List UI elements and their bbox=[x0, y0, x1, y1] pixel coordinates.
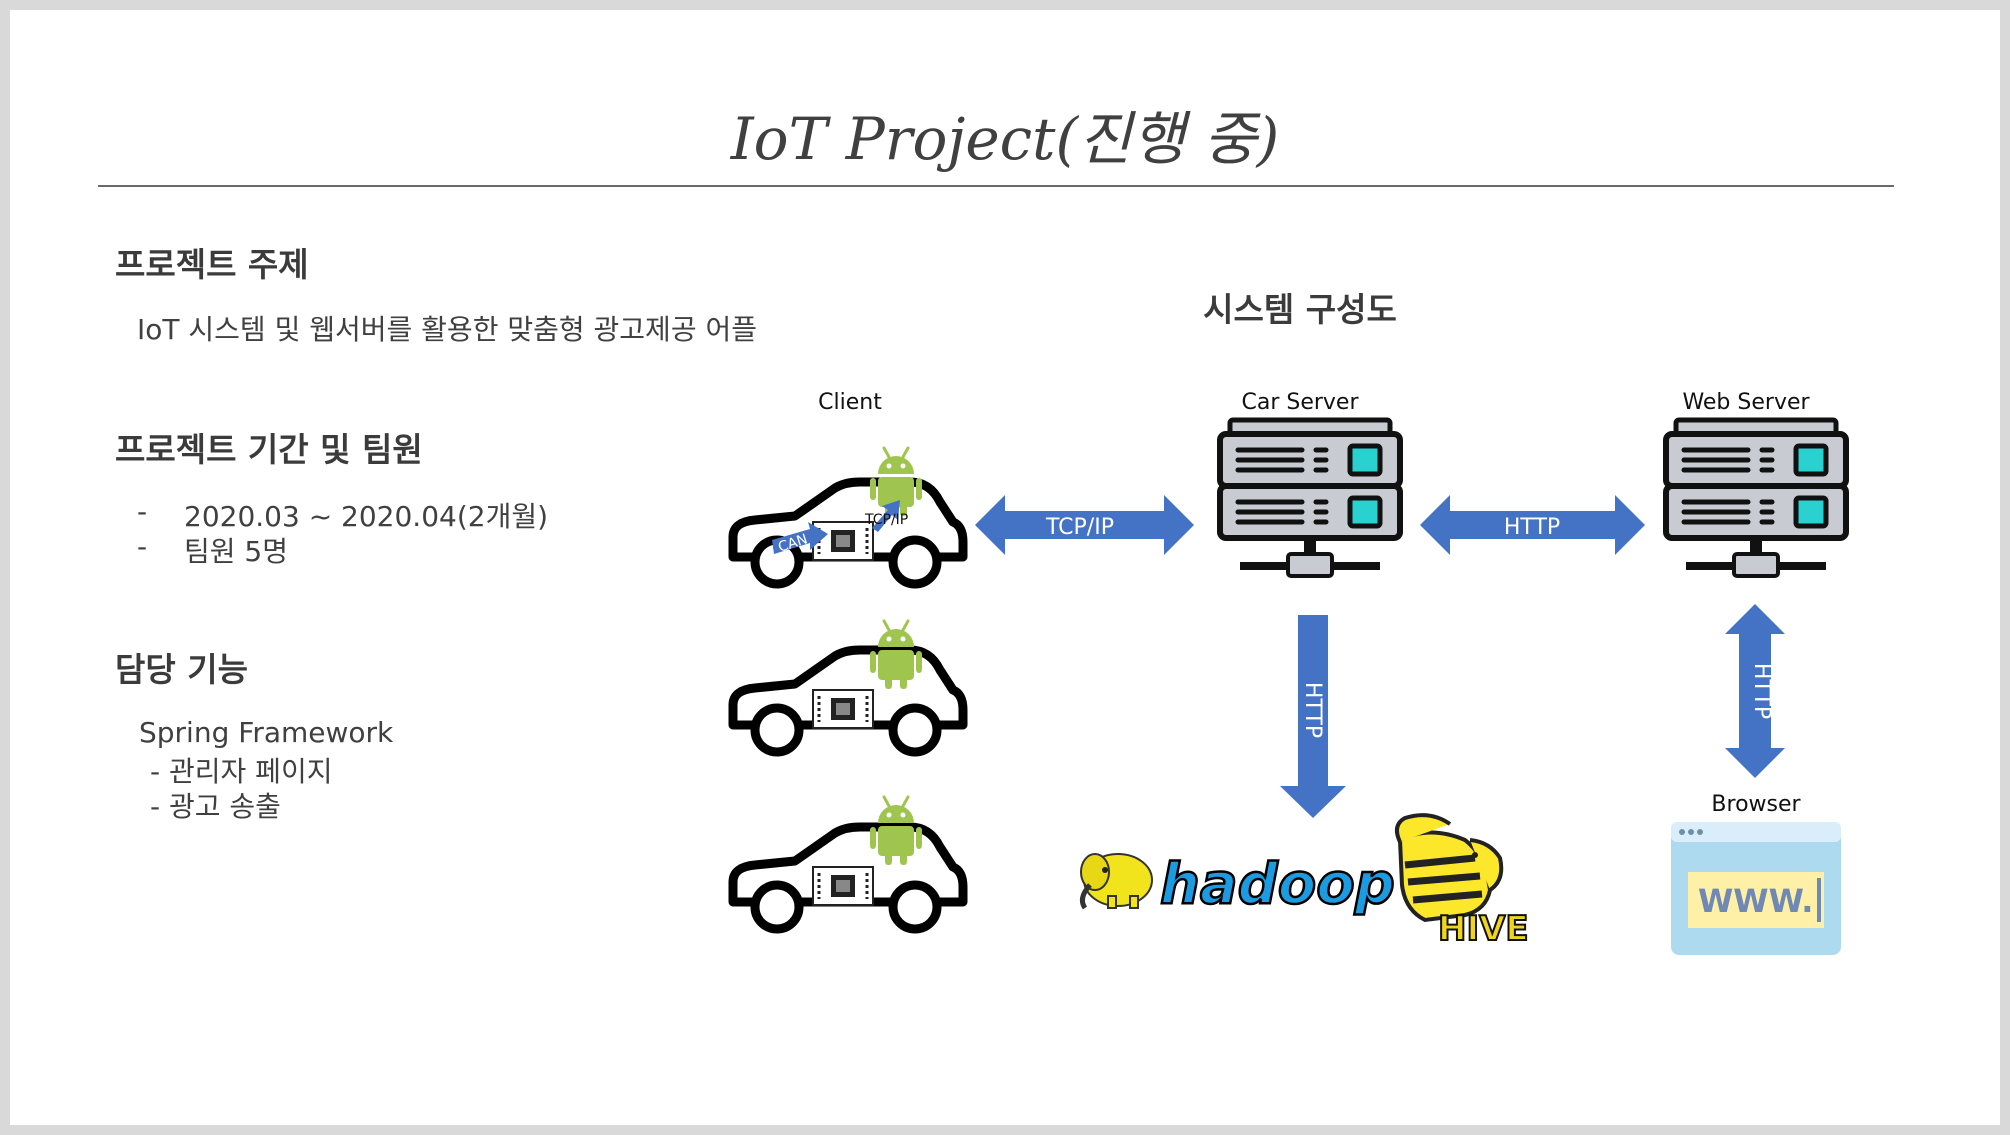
hive-logo: HIVE bbox=[1394, 813, 1530, 950]
section-heading-topic: 프로젝트 주제 bbox=[115, 245, 309, 284]
label-browser: Browser bbox=[1711, 792, 1801, 817]
section-heading-period: 프로젝트 기간 및 팀원 bbox=[115, 430, 423, 469]
can-arrow bbox=[772, 522, 828, 554]
arrow-label-http-servers: HTTP bbox=[1504, 515, 1560, 540]
period-item-team: 팀원 5명 bbox=[184, 535, 288, 568]
system-diagram: 시스템 구성도 Client Car Server Web Server Bro… bbox=[10, 290, 2000, 955]
diagram-title: 시스템 구성도 bbox=[1203, 290, 1397, 329]
hive-text: HIVE bbox=[1438, 909, 1529, 949]
car-icon bbox=[733, 827, 963, 929]
section-heading-role: 담당 기능 bbox=[115, 650, 248, 689]
bullet-dash: - bbox=[137, 530, 148, 563]
arrow-label-http-hadoop: HTTP bbox=[1300, 682, 1325, 738]
arrow-label-tcpip: TCP/IP bbox=[1045, 515, 1114, 540]
slide: IoT Project(진행 중) 프로젝트 주제 IoT 시스템 및 웹서버를… bbox=[10, 10, 2000, 1125]
web-server-icon bbox=[1666, 420, 1846, 576]
arrow-web-server-browser bbox=[1725, 604, 1785, 778]
label-car-tcpip: TCP/IP bbox=[864, 512, 908, 528]
topic-text: IoT 시스템 및 웹서버를 활용한 맞춤형 광고제공 어플 bbox=[137, 313, 757, 346]
browser-icon: WWW. bbox=[1671, 822, 1841, 955]
hadoop-logo: hadoop bbox=[1079, 851, 1396, 918]
page-title: IoT Project(진행 중) bbox=[730, 105, 1280, 173]
title-divider bbox=[98, 185, 1894, 187]
arrow-car-server-hadoop bbox=[1280, 615, 1346, 818]
browser-url-text: WWW. bbox=[1698, 882, 1813, 920]
bullet-dash: - bbox=[137, 495, 148, 528]
car-icon bbox=[733, 650, 963, 752]
role-item-admin: - 관리자 페이지 bbox=[150, 755, 333, 788]
arrow-client-car-server bbox=[975, 495, 1194, 555]
hadoop-text: hadoop bbox=[1160, 852, 1395, 917]
car-icon bbox=[733, 482, 963, 584]
label-client: Client bbox=[818, 390, 882, 415]
car-server-icon bbox=[1220, 420, 1400, 576]
label-car-server: Car Server bbox=[1241, 390, 1359, 415]
tcpip-car-arrow bbox=[872, 500, 900, 532]
role-item-ads: - 광고 송출 bbox=[150, 790, 281, 823]
label-web-server: Web Server bbox=[1682, 390, 1810, 415]
arrow-label-http-browser: HTTP bbox=[1749, 663, 1774, 719]
arrow-car-web-server bbox=[1420, 495, 1645, 555]
period-item-date: 2020.03 ~ 2020.04(2개월) bbox=[184, 500, 549, 533]
role-framework: Spring Framework bbox=[139, 716, 394, 749]
